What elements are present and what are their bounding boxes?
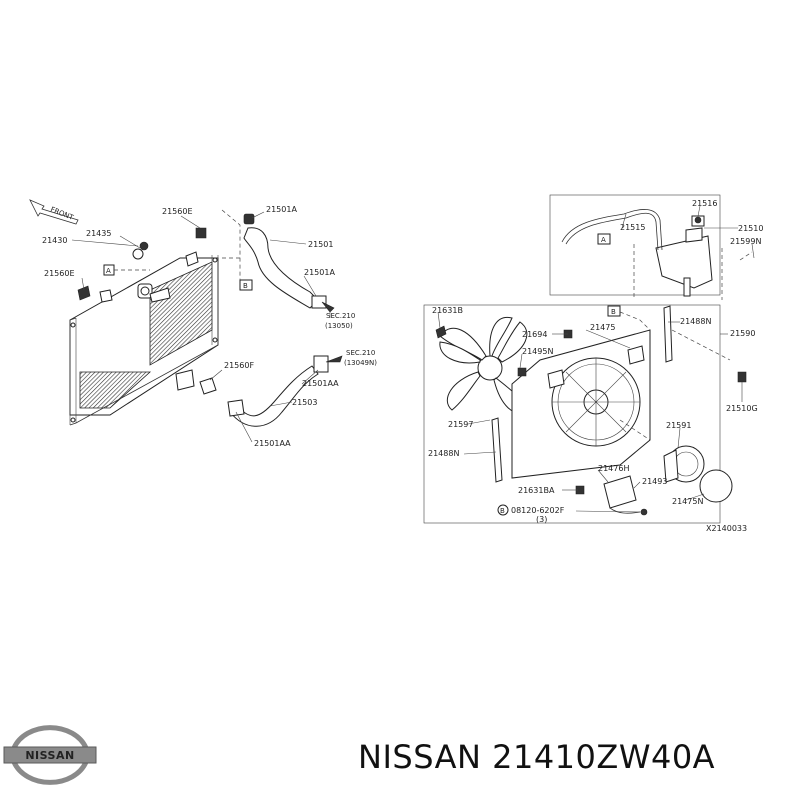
label-sec210-a: SEC.210 <box>326 312 355 320</box>
label-21560e-top: 21560E <box>162 207 193 216</box>
label-21501aa-mid: 21501AA <box>302 379 339 388</box>
label-21488n-bottom: 21488N <box>428 449 459 458</box>
label-21475n: 21475N <box>672 497 703 506</box>
label-21501a-mid: 21501A <box>304 268 335 277</box>
fan-motor <box>663 445 733 503</box>
caption-part-number: 21410ZW40A <box>492 738 716 776</box>
label-21503: 21503 <box>292 398 317 407</box>
right-assembly: A B B 21516 <box>423 194 763 533</box>
overflow-pipe <box>561 209 663 251</box>
label-21590: 21590 <box>730 329 755 338</box>
bolt-symbol-circle <box>497 504 509 516</box>
label-21516: 21516 <box>692 199 717 208</box>
label-21510: 21510 <box>738 224 763 233</box>
label-21631b: 21631B <box>432 306 463 315</box>
label-21631ba: 21631BA <box>518 486 555 495</box>
svg-text:A: A <box>106 267 111 275</box>
label-21495n: 21495N <box>522 347 553 356</box>
upper-hose <box>243 213 335 318</box>
label-sec210-b-ref: (13049N) <box>344 359 377 367</box>
label-21694: 21694 <box>522 330 547 339</box>
label-21501a-top: 21501A <box>266 205 297 214</box>
label-21597: 21597 <box>448 420 473 429</box>
ref-marker-a-left: A <box>103 264 115 276</box>
label-21435: 21435 <box>86 229 111 238</box>
label-sec210-a-ref: (13050) <box>325 322 353 330</box>
drain-plug-icon <box>77 285 91 301</box>
svg-text:B: B <box>611 308 616 316</box>
seal-strip-right <box>663 305 673 363</box>
label-21560e-left: 21560E <box>44 269 75 278</box>
fan-assembly-box <box>423 304 721 524</box>
label-21560f: 21560F <box>224 361 254 370</box>
reservoir-box <box>549 194 721 296</box>
label-bolt-qty: (3) <box>536 515 547 524</box>
ref-marker-a-right: A <box>597 233 611 245</box>
front-arrow-icon: FRONT <box>29 199 79 225</box>
fan-blade <box>439 316 529 414</box>
svg-text:B: B <box>243 282 248 290</box>
reservoir-tank <box>655 215 713 297</box>
product-caption: NISSAN 21410ZW40A <box>358 738 715 776</box>
label-21599n: 21599N <box>730 237 761 246</box>
fan-shroud <box>511 329 651 479</box>
label-21501aa-bottom: 21501AA <box>254 439 291 448</box>
bolt-icon <box>737 371 747 383</box>
label-21515: 21515 <box>620 223 645 232</box>
bolt-icon <box>517 367 527 377</box>
bolt-symbol: B <box>500 507 505 515</box>
label-21501: 21501 <box>308 240 333 249</box>
svg-text:A: A <box>601 236 606 244</box>
caption-brand: NISSAN <box>358 738 482 776</box>
nissan-logo: NISSAN <box>3 725 97 785</box>
label-bolt-code: 08120-6202F <box>511 506 565 515</box>
svg-text:NISSAN: NISSAN <box>25 749 74 762</box>
label-21430: 21430 <box>42 236 67 245</box>
label-21488n-top: 21488N <box>680 317 711 326</box>
radiator-core <box>69 241 219 426</box>
label-21510g: 21510G <box>726 404 758 413</box>
ref-marker-b-right: B <box>607 305 621 317</box>
label-21591: 21591 <box>666 421 691 430</box>
label-21476h: 21476H <box>598 464 629 473</box>
resistor-connector <box>575 475 648 516</box>
figure-code: X2140033 <box>706 524 747 533</box>
label-sec210-b: SEC.210 <box>346 349 375 357</box>
ref-marker-b-left: B <box>239 279 253 291</box>
cap-clip-icon <box>195 227 207 239</box>
label-21475-top: 21475 <box>590 323 615 332</box>
bolt-icon <box>435 325 447 339</box>
left-assembly: FRONT <box>29 199 377 448</box>
lower-hose <box>199 355 343 427</box>
label-21493: 21493 <box>642 477 667 486</box>
seal-strip-left <box>491 417 503 483</box>
